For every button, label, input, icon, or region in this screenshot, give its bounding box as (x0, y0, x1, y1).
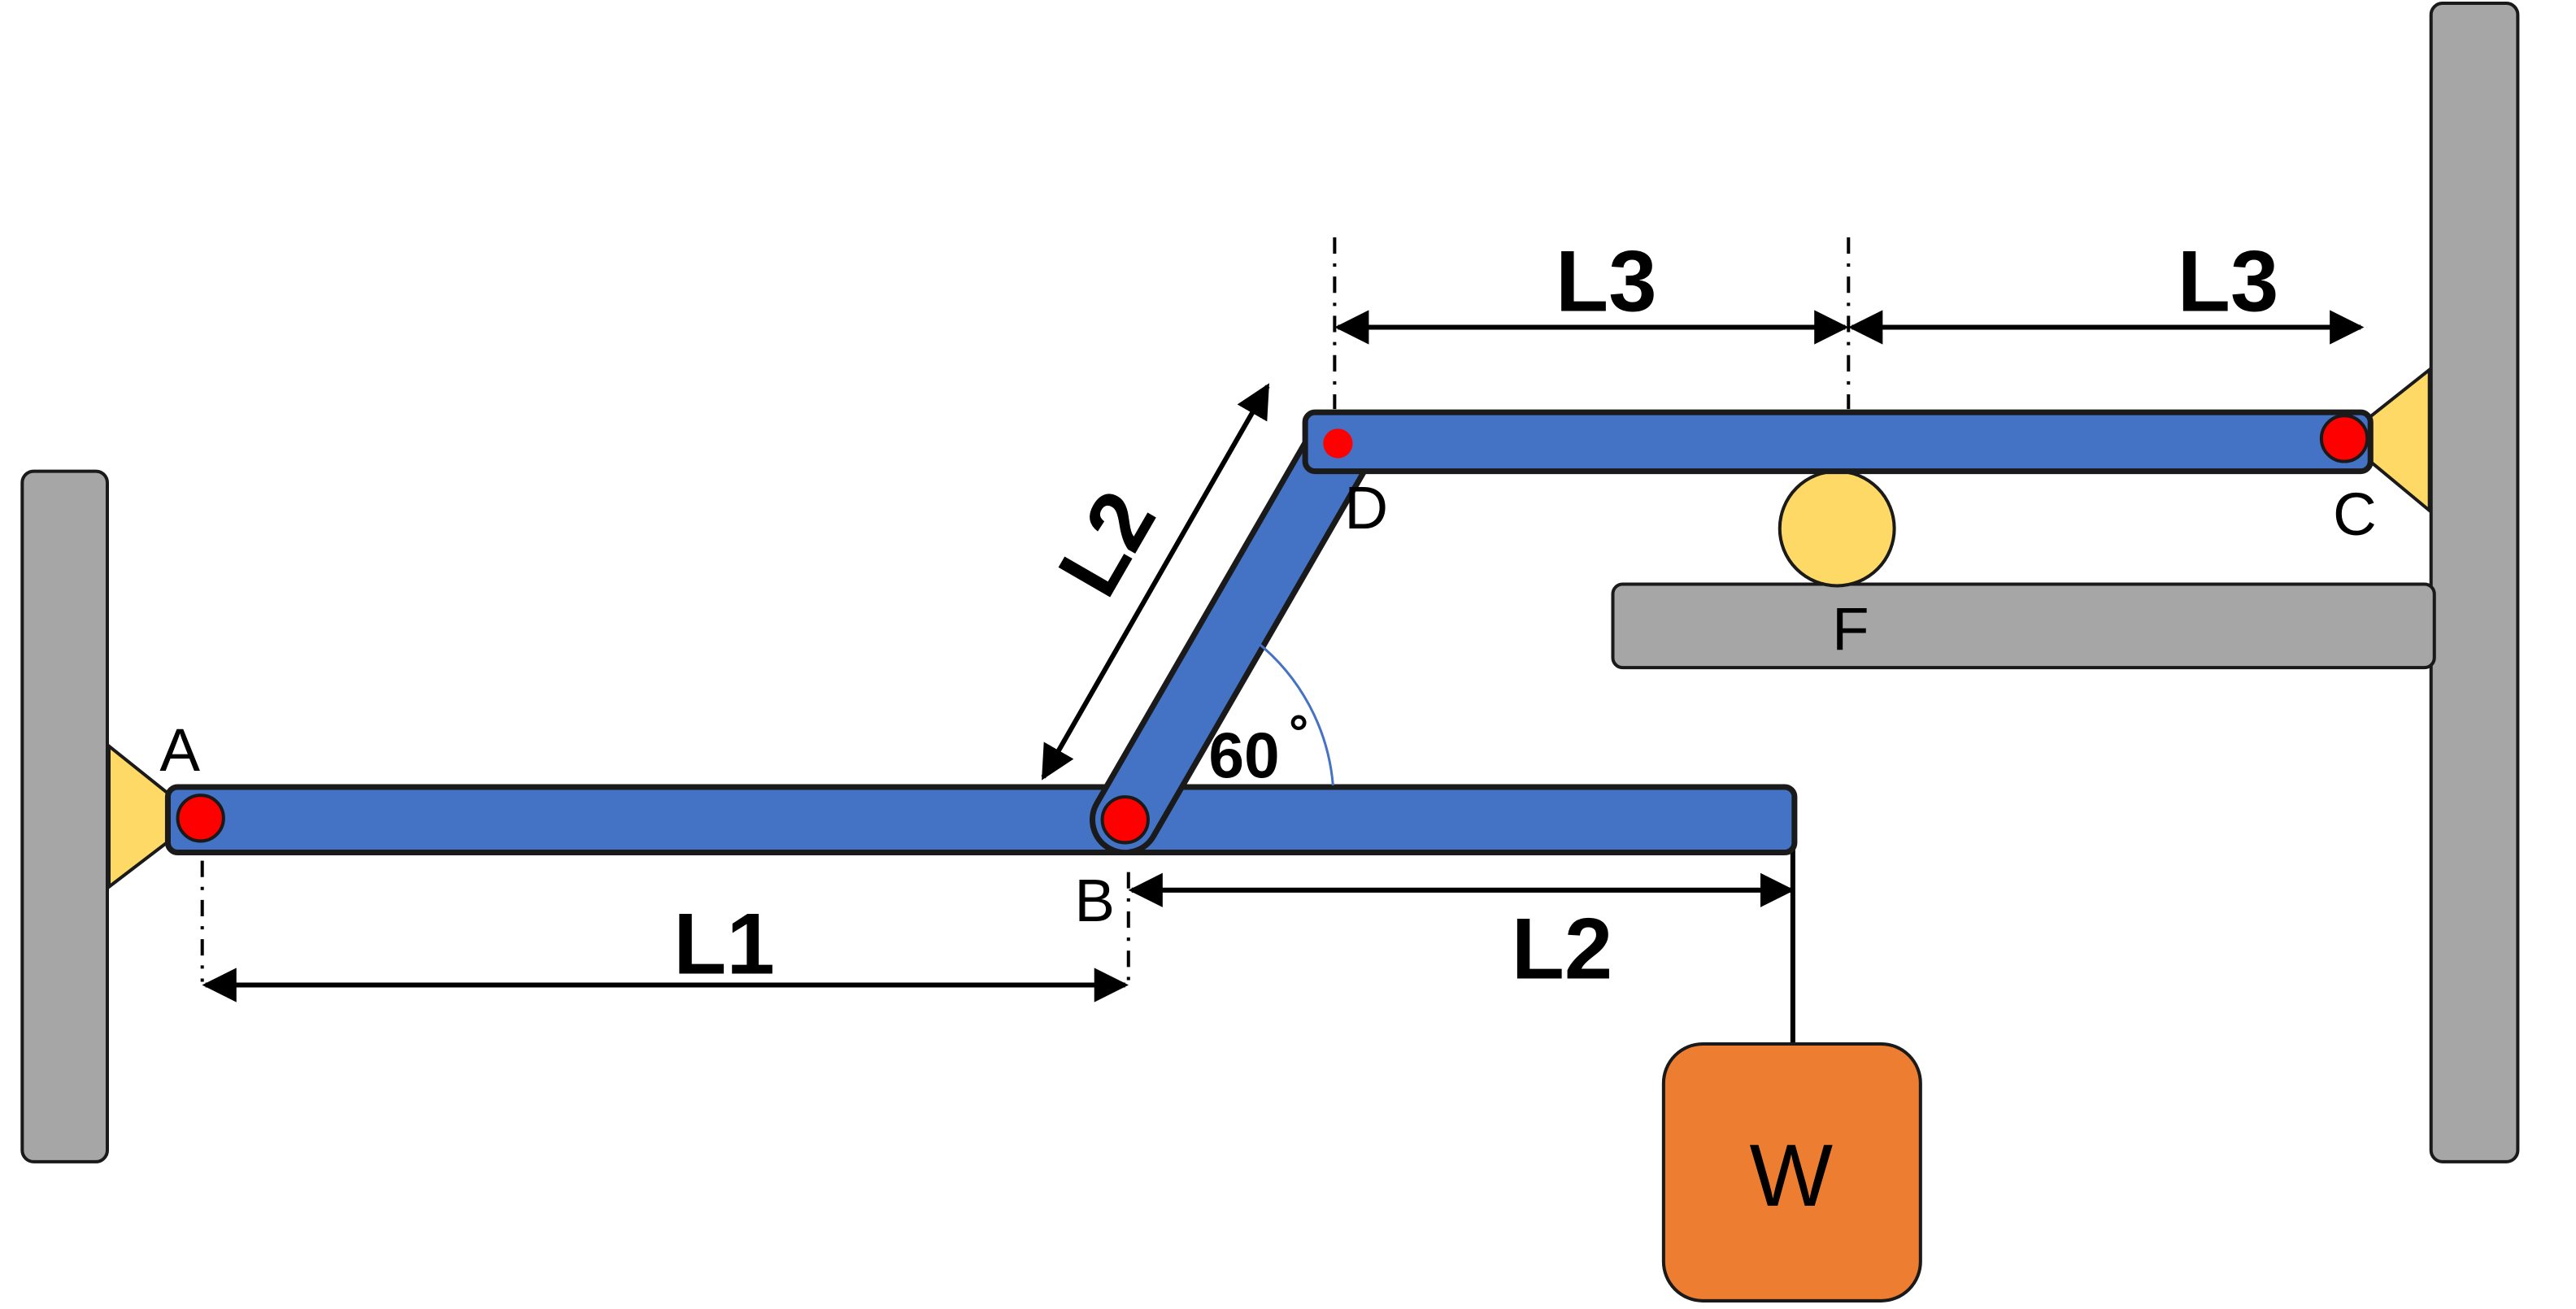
label-weight: W (1750, 1127, 1834, 1225)
label-point-d: D (1344, 474, 1388, 541)
label-point-a: A (159, 716, 200, 784)
label-l2-horizontal: L2 (1512, 899, 1612, 997)
support-a (107, 742, 202, 890)
label-angle: 60 (1208, 720, 1279, 791)
support-c (2339, 366, 2431, 515)
label-l1: L1 (673, 894, 774, 992)
beam-ab (164, 784, 1798, 856)
dim-arrow-l2-inclined (1041, 383, 1270, 781)
roller-f (1778, 469, 1896, 588)
guide-lines (200, 237, 1851, 982)
beam-dc (1302, 409, 2374, 475)
label-angle-unit: ° (1289, 705, 1308, 760)
pin-d (1323, 428, 1353, 459)
weight-block (1661, 1042, 1922, 1302)
label-l3-left: L3 (1556, 232, 1656, 329)
label-l3-right: L3 (2178, 232, 2278, 329)
dimension-arrows (202, 310, 2365, 1002)
right-wall (2429, 2, 2520, 1163)
label-l2-inclined: L2 (1039, 475, 1174, 611)
roller-shelf (1611, 582, 2436, 670)
pin-c (2319, 414, 2369, 463)
label-point-c: C (2333, 481, 2377, 548)
label-point-b: B (1074, 867, 1115, 934)
pin-a (176, 794, 225, 843)
label-point-f: F (1832, 595, 1869, 663)
left-wall (20, 469, 109, 1163)
pin-b (1100, 795, 1150, 845)
angle-arc (1255, 640, 1334, 786)
